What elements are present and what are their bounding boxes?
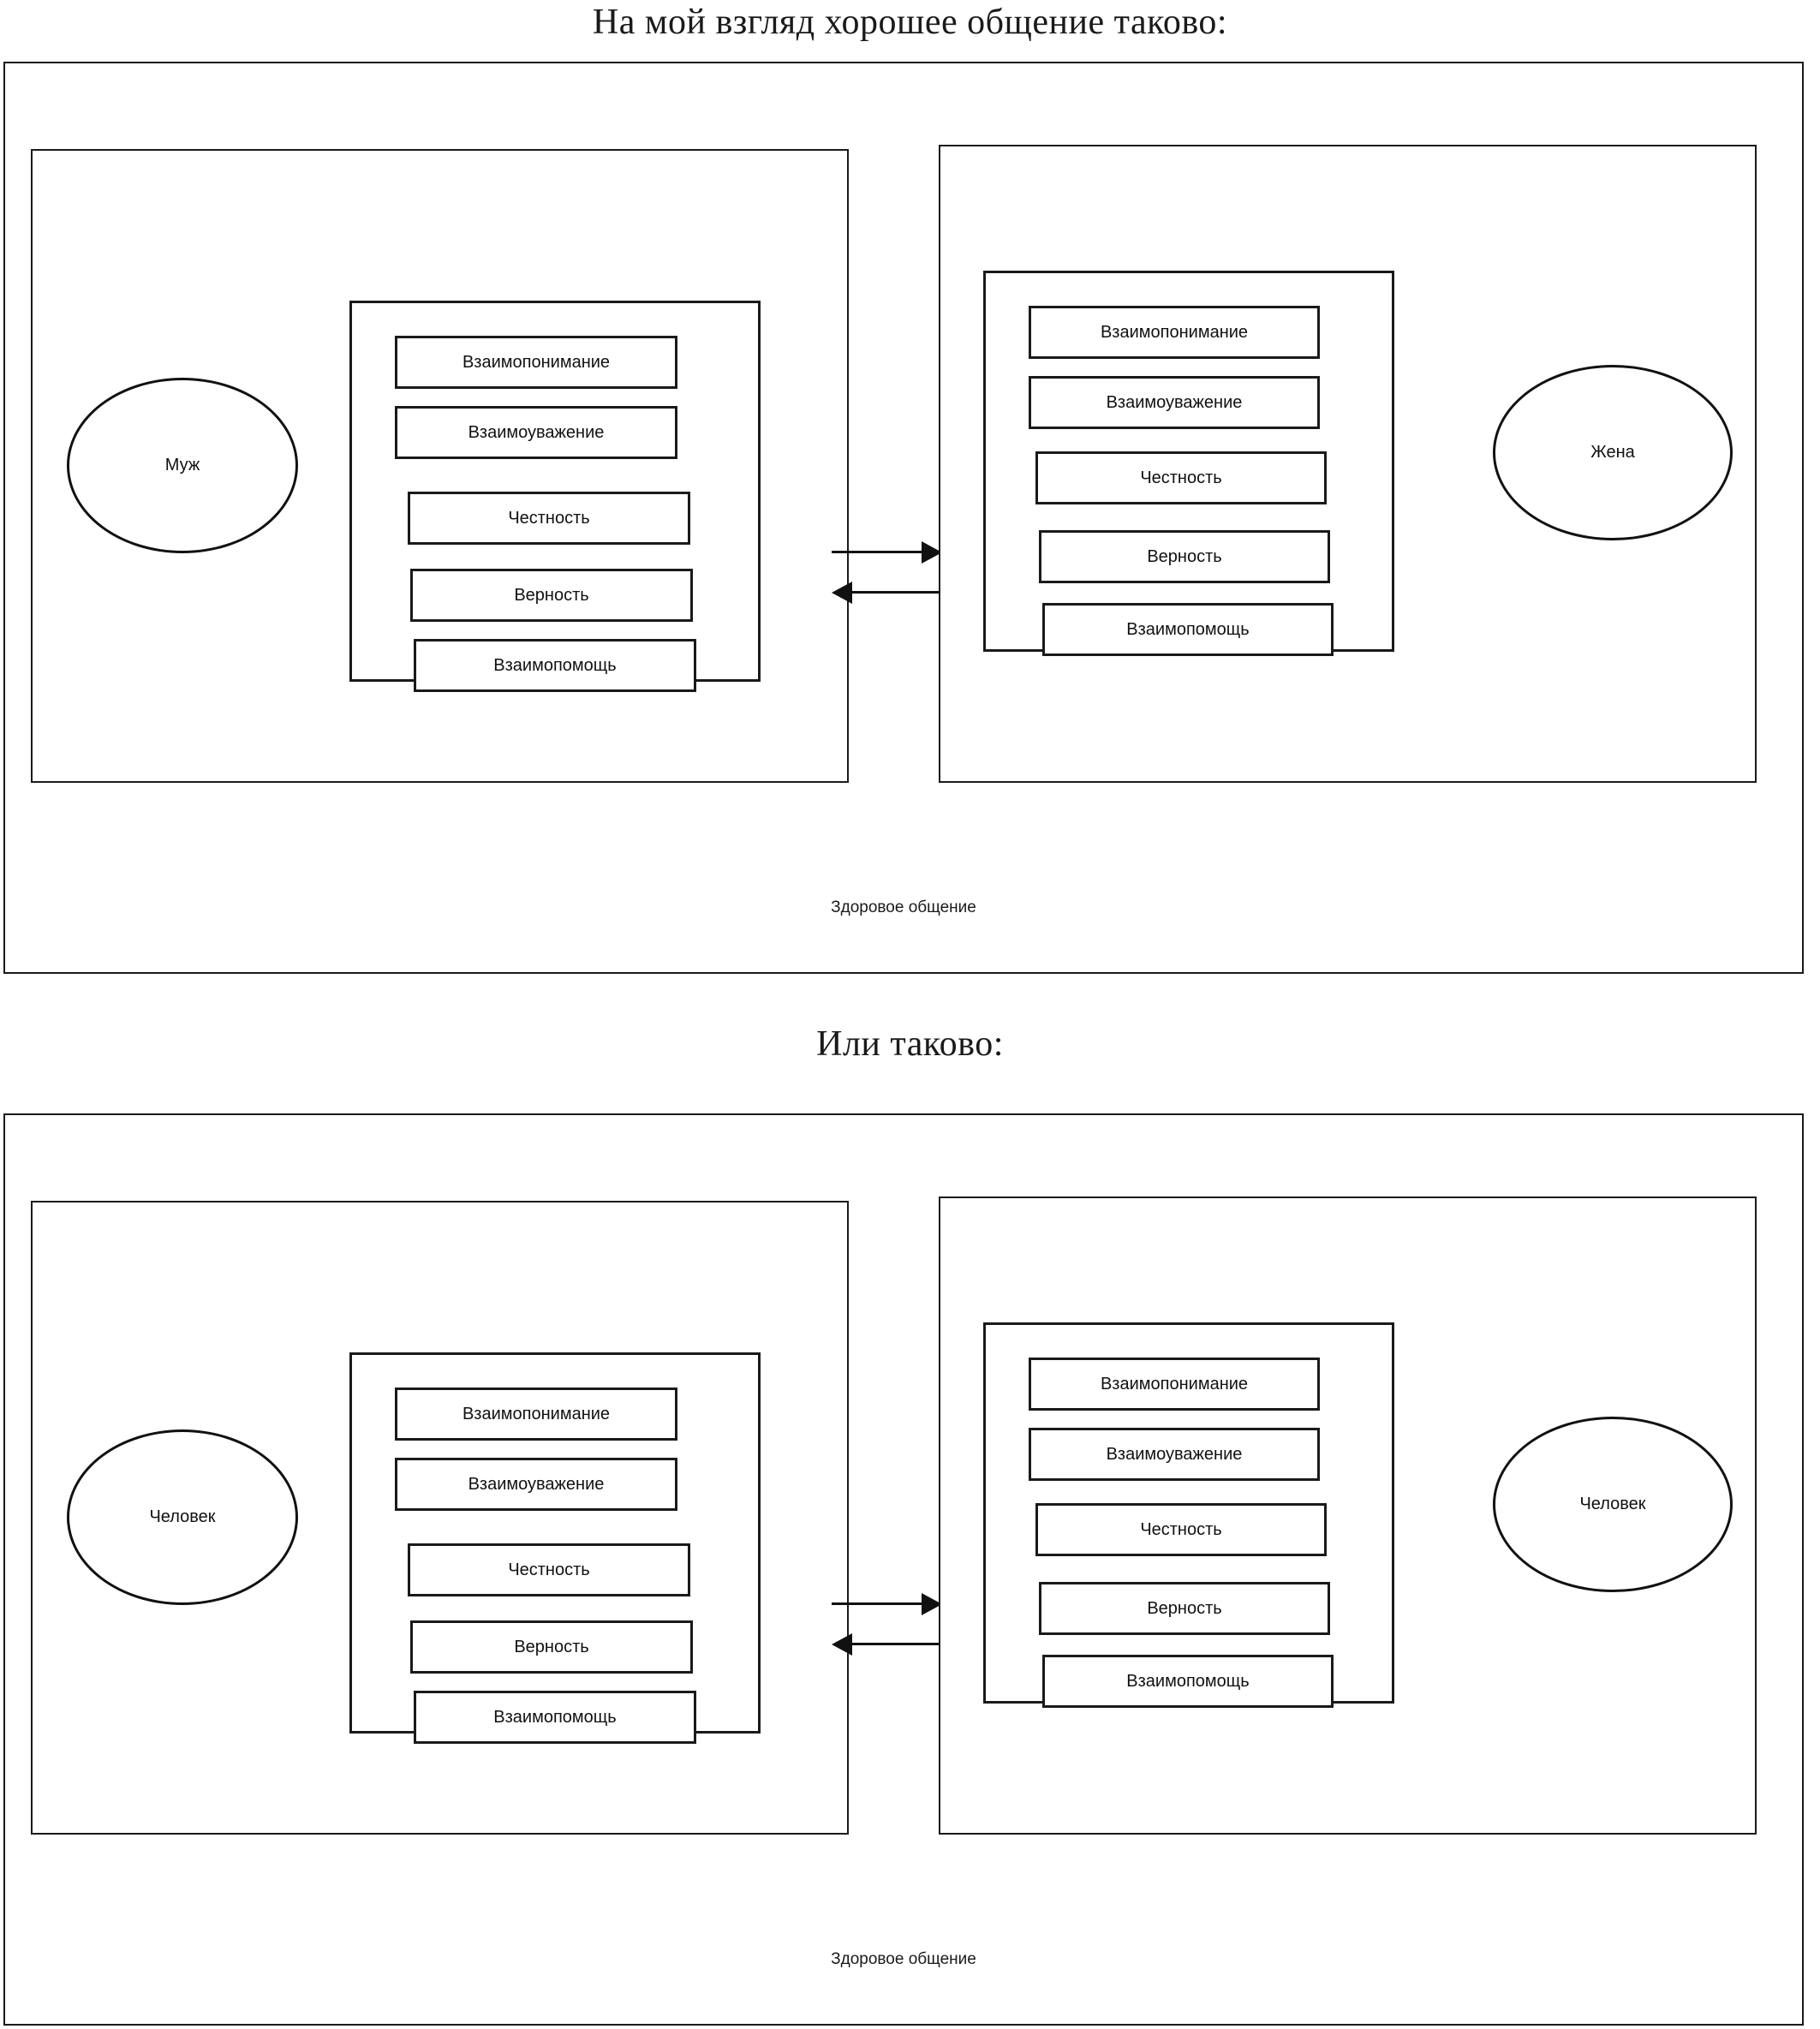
s2-left-trait-5: Взаимопомощь <box>414 1691 696 1744</box>
s2-left-trait-3-label: Честность <box>508 1560 590 1579</box>
s2-right-traits-container: Взаимопонимание Взаимоуважение Честность… <box>983 1322 1394 1708</box>
s1-arrow-right-line <box>832 551 928 553</box>
s2-right-trait-5: Взаимопомощь <box>1042 1655 1334 1708</box>
s1-left-person-group: Муж Взаимопонимание Взаимоуважение Честн… <box>31 149 849 783</box>
s1-right-trait-5: Взаимопомощь <box>1042 603 1334 656</box>
s2-left-trait-2-label: Взаимоуважение <box>468 1474 605 1494</box>
s2-right-person-group: Взаимопонимание Взаимоуважение Честность… <box>939 1197 1757 1835</box>
s1-exchange-arrows <box>832 539 946 616</box>
s1-left-trait-3: Честность <box>408 492 690 545</box>
s2-right-person-label: Человек <box>1579 1495 1646 1513</box>
s2-arrow-left-line <box>850 1643 946 1645</box>
s2-left-person-circle: Человек <box>67 1429 298 1605</box>
s1-right-traits-container: Взаимопонимание Взаимоуважение Честность… <box>983 271 1394 656</box>
s2-left-trait-3: Честность <box>408 1543 690 1596</box>
s2-right-trait-1: Взаимопонимание <box>1029 1358 1320 1411</box>
s2-left-trait-4-label: Верность <box>514 1637 589 1656</box>
s1-right-trait-2: Взаимоуважение <box>1029 376 1320 429</box>
s2-left-person-group: Человек Взаимопонимание Взаимоуважение Ч… <box>31 1201 849 1835</box>
s2-left-traits-container: Взаимопонимание Взаимоуважение Честность… <box>349 1352 761 1744</box>
s2-arrow-right-line <box>832 1602 928 1605</box>
s1-left-trait-1: Взаимопонимание <box>395 336 677 389</box>
s1-right-trait-5-label: Взаимопомощь <box>1126 619 1250 639</box>
s1-arrow-left-line <box>850 591 946 594</box>
section-1-frame: Муж Взаимопонимание Взаимоуважение Честн… <box>3 62 1804 974</box>
s2-left-trait-1-label: Взаимопонимание <box>462 1404 611 1423</box>
s1-right-person-circle: Жена <box>1493 365 1733 540</box>
s2-left-trait-4: Верность <box>410 1620 693 1674</box>
s2-right-trait-3-label: Честность <box>1140 1519 1222 1539</box>
s2-left-trait-5-label: Взаимопомощь <box>493 1707 617 1727</box>
s2-right-trait-1-label: Взаимопонимание <box>1100 1374 1249 1393</box>
s2-right-trait-2-label: Взаимоуважение <box>1106 1444 1243 1464</box>
s1-right-trait-2-label: Взаимоуважение <box>1106 392 1243 412</box>
s2-right-trait-5-label: Взаимопомощь <box>1126 1671 1250 1691</box>
arrow-left-icon <box>832 582 852 604</box>
s1-right-person-label: Жена <box>1590 443 1635 462</box>
s1-right-trait-4: Верность <box>1039 530 1330 583</box>
s1-right-trait-1-label: Взаимопонимание <box>1100 322 1249 342</box>
s1-left-trait-5: Взаимопомощь <box>414 639 696 692</box>
s1-left-trait-4: Верность <box>410 569 693 622</box>
s1-right-trait-4-label: Верность <box>1147 546 1222 566</box>
section-2-frame: Человек Взаимопонимание Взаимоуважение Ч… <box>3 1113 1804 2026</box>
s1-left-trait-3-label: Честность <box>508 508 590 528</box>
s2-right-trait-4: Верность <box>1039 1582 1330 1635</box>
s1-left-trait-4-label: Верность <box>514 585 589 605</box>
arrow-left-icon <box>832 1633 852 1656</box>
s1-right-trait-1: Взаимопонимание <box>1029 306 1320 359</box>
s2-right-trait-3: Честность <box>1035 1503 1327 1556</box>
s1-left-trait-2-label: Взаимоуважение <box>468 422 605 442</box>
s2-caption: Здоровое общение <box>831 1950 976 1968</box>
s2-right-trait-2: Взаимоуважение <box>1029 1428 1320 1481</box>
s2-exchange-arrows <box>832 1590 946 1668</box>
section-1-heading: На мой взгляд хорошее общение таково: <box>592 3 1228 42</box>
s2-left-trait-1: Взаимопонимание <box>395 1387 677 1441</box>
s1-left-traits-container: Взаимопонимание Взаимоуважение Честность… <box>349 301 761 692</box>
s1-left-person-label: Муж <box>164 456 200 474</box>
s1-left-trait-1-label: Взаимопонимание <box>462 352 611 372</box>
s1-left-trait-2: Взаимоуважение <box>395 406 677 459</box>
s2-right-trait-4-label: Верность <box>1147 1598 1222 1618</box>
s1-caption: Здоровое общение <box>831 898 976 916</box>
s2-left-person-label: Человек <box>149 1507 216 1526</box>
s2-left-trait-2: Взаимоуважение <box>395 1458 677 1511</box>
s1-right-trait-3: Честность <box>1035 451 1327 504</box>
section-2-heading: Или таково: <box>816 1024 1004 1064</box>
s1-right-trait-3-label: Честность <box>1140 468 1222 487</box>
s1-left-trait-5-label: Взаимопомощь <box>493 655 617 675</box>
s1-right-person-group: Взаимопонимание Взаимоуважение Честность… <box>939 145 1757 783</box>
s1-left-person-circle: Муж <box>67 378 298 553</box>
s2-right-person-circle: Человек <box>1493 1417 1733 1592</box>
